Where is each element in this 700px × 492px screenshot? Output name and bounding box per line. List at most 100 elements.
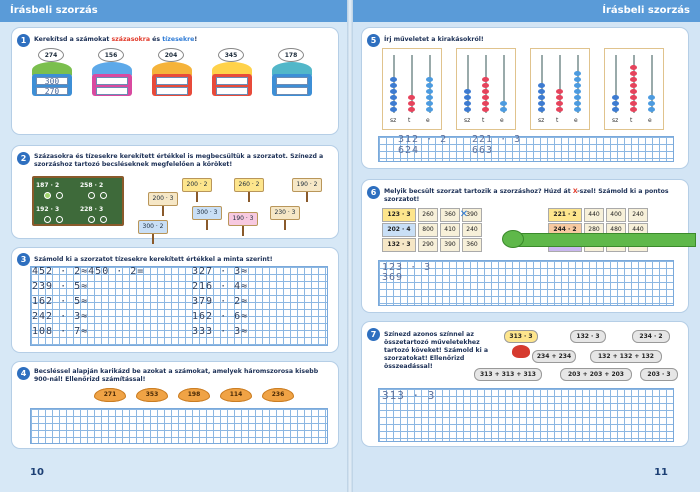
bead-2-2-4	[574, 83, 581, 88]
task4-number: 4	[17, 367, 30, 380]
bead-2-0-4	[538, 83, 545, 88]
abacus-label-1-0: sz	[464, 117, 471, 124]
bead-3-1-5	[630, 77, 637, 82]
bead-2-1-2	[556, 95, 563, 100]
bead-0-0-0	[390, 107, 397, 112]
bead-2-1-1	[556, 101, 563, 106]
task3-right-row-4: 333 · 3≈	[192, 326, 249, 337]
t6-rows_left-val-1-0: 800	[418, 223, 438, 237]
task7-grid	[378, 388, 674, 442]
task7-work: 313 · 3	[382, 389, 436, 402]
abacus-label-2-2: e	[574, 117, 578, 124]
round-tens-slot-3	[216, 87, 248, 95]
sign-pole-0	[162, 204, 164, 216]
bead-2-1-0	[556, 107, 563, 112]
bead-1-1-0	[482, 107, 489, 112]
leaf-2: 198	[178, 388, 210, 402]
bead-3-2-2	[648, 95, 655, 100]
task6-text-red: X	[572, 188, 578, 195]
page-number-right: 11	[654, 467, 668, 478]
sign-pole-7	[284, 218, 286, 230]
t6-rows_right-val-0-1: 400	[606, 208, 626, 222]
round-hundreds-slot-4	[276, 77, 308, 85]
bead-3-1-3	[630, 89, 637, 94]
task6-grid	[378, 260, 674, 306]
task3-right-row-3: 162 · 6≈	[192, 311, 249, 322]
task6-work-1: 369	[382, 272, 404, 283]
task3-right-row-2: 379 · 2≈	[192, 296, 249, 307]
sign-1: 200 · 2	[182, 178, 212, 192]
bead-0-1-1	[408, 101, 415, 106]
bead-2-1-3	[556, 89, 563, 94]
abacus-label-0-2: e	[426, 117, 430, 124]
abacus-rod-0-1	[411, 55, 413, 113]
bead-1-2-0	[500, 107, 507, 112]
bead-3-2-1	[648, 101, 655, 106]
board-circle-b-2	[56, 216, 63, 223]
abacus-rod-1-2	[503, 55, 505, 113]
board-circle-1	[88, 192, 95, 199]
bead-3-0-2	[612, 95, 619, 100]
sign-pole-5	[306, 190, 308, 202]
board-circle-b-3	[100, 216, 107, 223]
task6-number: 6	[367, 186, 380, 199]
bead-3-1-7	[630, 65, 637, 70]
task4-instruction: Becsléssel alapján karikázd be azokat a …	[34, 368, 319, 383]
sign-pole-4	[248, 190, 250, 202]
sign-pole-6	[242, 224, 244, 236]
board-circle-0	[44, 192, 51, 199]
sign-pole-2	[152, 232, 154, 244]
board-item-1: 258 · 2	[80, 182, 104, 189]
abacus-rod-2-1	[559, 55, 561, 113]
bead-0-0-5	[390, 77, 397, 82]
task6-text-b: -szel! Számold ki a pontos szorzatot!	[384, 188, 669, 203]
abacus-rod-1-0	[467, 55, 469, 113]
stone-0: 313 · 3	[504, 330, 538, 343]
task3-number: 3	[17, 253, 30, 266]
bead-2-2-0	[574, 107, 581, 112]
t6-rows_left-val-2-0: 290	[418, 238, 438, 252]
bead-1-0-2	[464, 95, 471, 100]
frog-bubble-3: 345	[218, 48, 244, 62]
bead-1-0-3	[464, 89, 471, 94]
stone-4: 132 + 132 + 132	[590, 350, 662, 363]
bead-3-1-4	[630, 83, 637, 88]
bead-0-2-2	[426, 95, 433, 100]
bead-2-2-1	[574, 101, 581, 106]
task4-grid	[30, 408, 328, 444]
leaf-3: 114	[220, 388, 252, 402]
sign-3: 300 · 3	[192, 206, 222, 220]
task1-number: 1	[17, 34, 30, 47]
task3-left-row-2: 162 · 5≈	[32, 296, 89, 307]
leaf-1: 353	[136, 388, 168, 402]
task5-grid	[378, 136, 674, 162]
left-header: Írásbeli szorzás	[0, 0, 347, 22]
abacus-label-0-1: t	[408, 117, 411, 124]
board-circle-b-1	[100, 192, 107, 199]
right-header: Írásbeli szorzás	[353, 0, 700, 22]
abacus-label-3-2: e	[648, 117, 652, 124]
frog-bubble-0: 274	[38, 48, 64, 62]
task6-text-a: Melyik becsült szorzat tartozik a szorzá…	[384, 188, 573, 195]
stone-3: 234 + 234	[532, 350, 576, 363]
bead-3-1-0	[630, 107, 637, 112]
sign-5: 190 · 2	[292, 178, 322, 192]
sign-pole-3	[206, 218, 208, 230]
frog-3: 345	[210, 48, 254, 100]
stone-1: 132 · 3	[570, 330, 606, 343]
t6-strike: ✕	[459, 209, 469, 220]
sign-2: 300 · 2	[138, 220, 168, 234]
task5-number: 5	[367, 34, 380, 47]
t6-rows_left-op-0: 123 · 3	[382, 208, 416, 222]
abacus-label-2-1: t	[556, 117, 559, 124]
sign-7: 230 · 3	[270, 206, 300, 220]
bead-1-0-0	[464, 107, 471, 112]
bead-3-1-6	[630, 71, 637, 76]
sign-0: 200 · 3	[148, 192, 178, 206]
bead-1-1-3	[482, 89, 489, 94]
frog-4: 178	[270, 48, 314, 100]
task5-op-0: 312 · 2	[398, 134, 448, 145]
task6-work-0: 123 · 3	[382, 262, 432, 273]
